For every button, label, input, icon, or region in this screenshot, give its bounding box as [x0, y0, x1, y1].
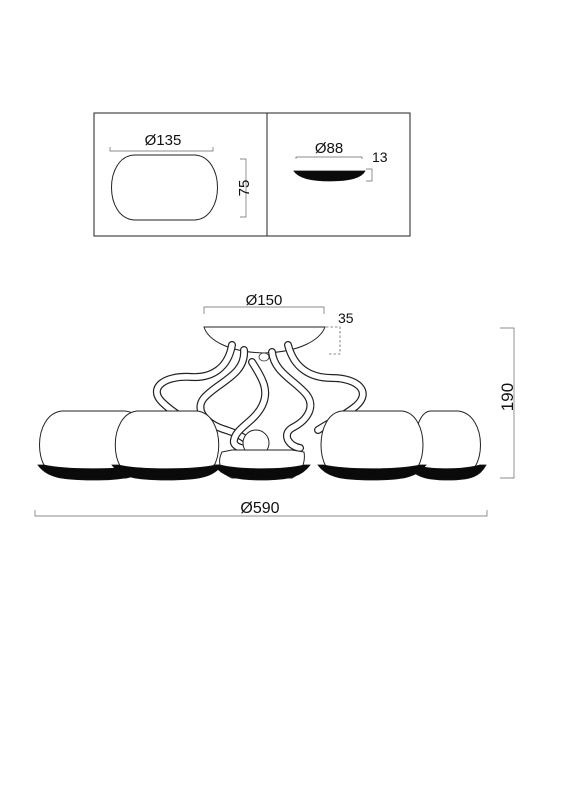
base-diameter-label: Ø88: [315, 140, 343, 157]
canopy-diameter-label: Ø150: [246, 292, 283, 309]
canopy: Ø150 35: [203, 292, 354, 362]
shade-outline: [111, 154, 218, 221]
canopy-height-label: 35: [338, 310, 354, 326]
base-detail: Ø88 13: [293, 140, 388, 182]
base-height-dimension-line: [366, 168, 373, 182]
canopy-height-dimension-line: [326, 326, 341, 355]
canopy-shape: [203, 326, 326, 354]
total-diameter-dimension-line: [34, 510, 488, 517]
total-height-dimension-line: [500, 327, 515, 479]
detail-panel: Ø135 75 Ø88 13: [93, 112, 411, 237]
total-diameter-label: Ø590: [240, 500, 279, 517]
shade-width-dimension-line: [109, 147, 214, 152]
base-disc: [293, 170, 366, 182]
shade-height-dimension-line: [240, 158, 247, 218]
total-diameter-dimension: Ø590: [34, 500, 488, 517]
total-height-label: 190: [498, 383, 517, 411]
shade-diameter-label: Ø135: [145, 132, 182, 149]
shade-2: [111, 410, 223, 481]
canopy-knob: [258, 352, 270, 362]
base-height-label: 13: [372, 149, 388, 165]
detail-frame: [93, 112, 411, 237]
shade-detail: Ø135 75: [109, 132, 253, 221]
arm-center-right: [229, 358, 270, 453]
canopy-width-dimension-line: [203, 306, 325, 314]
total-height-dimension: 190: [498, 327, 517, 479]
main-fixture: Ø150 35: [34, 292, 517, 517]
base-width-dimension-line: [295, 156, 363, 159]
shade-3-center: [213, 449, 311, 481]
arm-center-front: [268, 348, 315, 452]
shade-4: [317, 410, 427, 481]
shade-height-label: 75: [236, 180, 253, 197]
